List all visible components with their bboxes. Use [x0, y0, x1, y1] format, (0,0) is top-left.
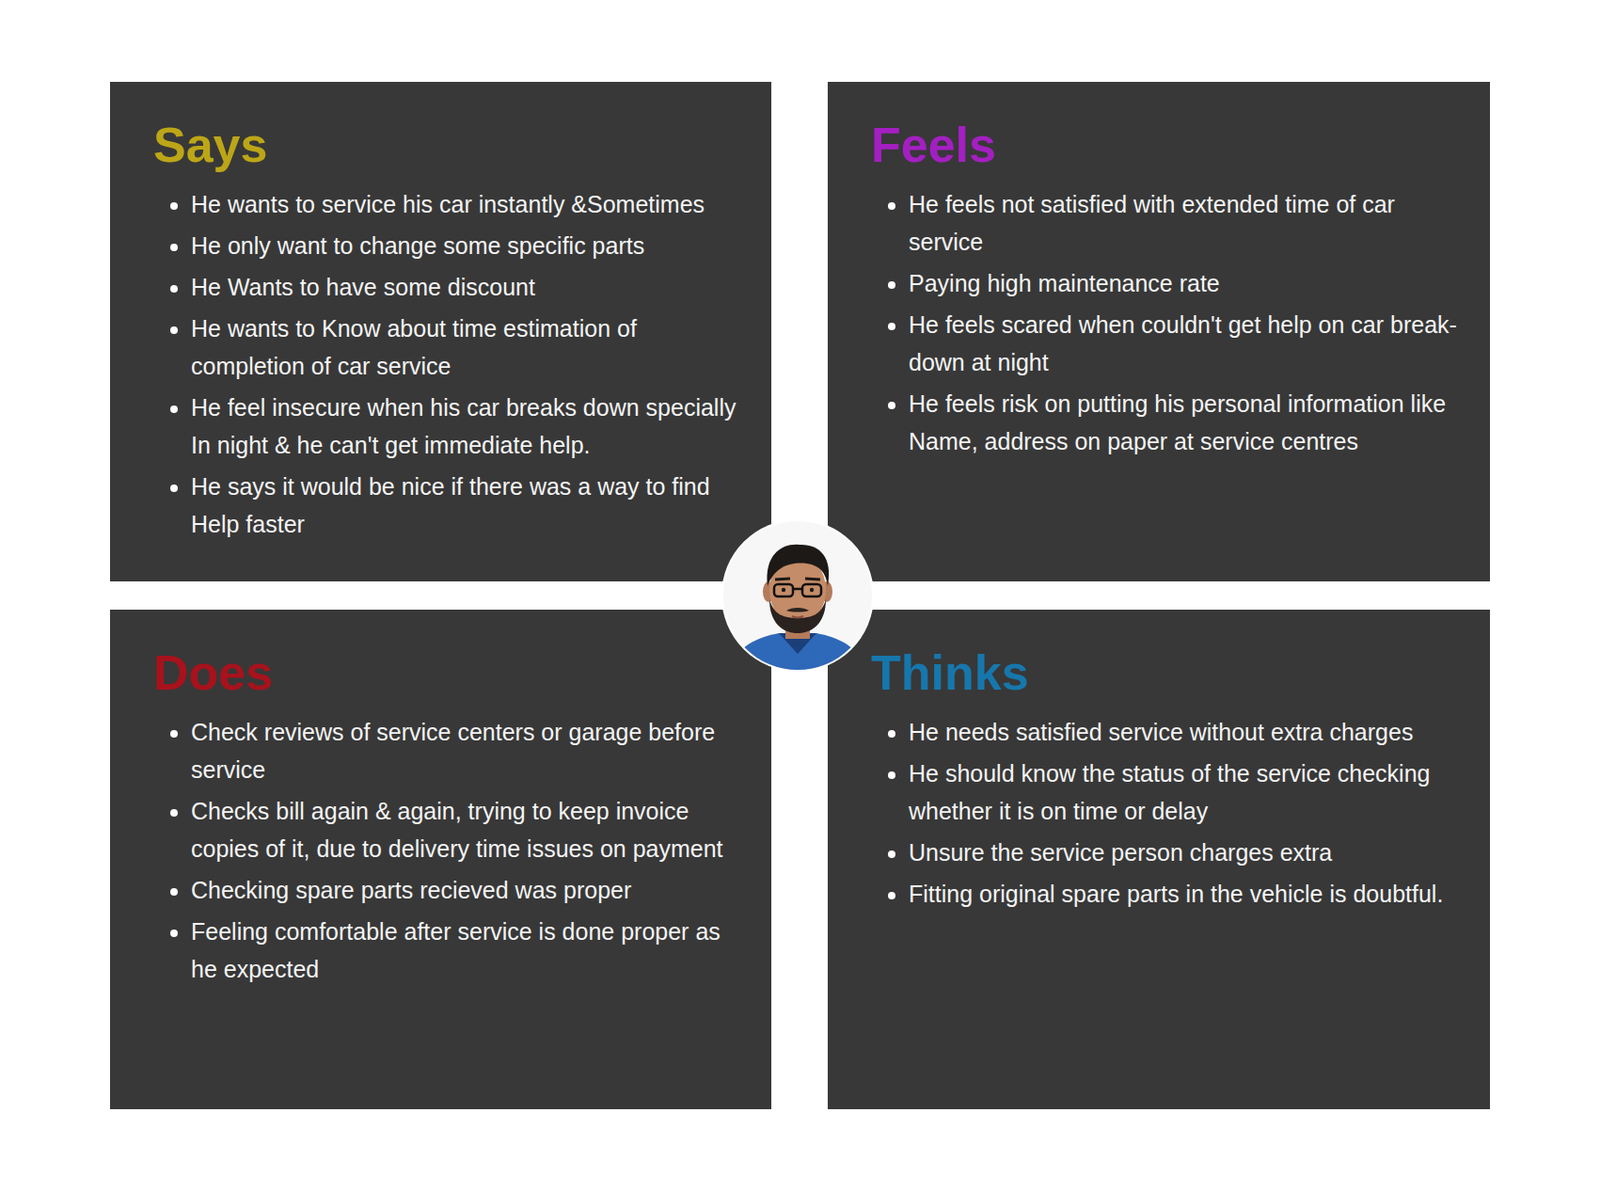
- quadrant-item: He feels scared when couldn't get help o…: [908, 305, 1470, 381]
- quadrant-heading: Thinks: [871, 643, 1470, 702]
- quadrant-heading: Feels: [871, 115, 1470, 175]
- quadrant-item: He wants to Know about time estimation o…: [190, 309, 751, 385]
- photo-ring: [721, 519, 874, 672]
- empathy-quadrant: Says He wants to service his car instantl…: [110, 81, 772, 582]
- persona-face: [720, 518, 875, 673]
- quadrant-item: Feeling comfortable after service is don…: [190, 912, 751, 988]
- empathy-quadrant: DoesCheck reviews of service centers or …: [110, 609, 772, 1109]
- quadrant-item: He only want to change some specific par…: [190, 226, 751, 265]
- quadrant-item: Checking spare parts recieved was proper: [190, 871, 751, 909]
- bullet-list: He wants to service his car instantly &S…: [153, 185, 751, 543]
- quadrant-item: He needs satisfied service without extra…: [908, 712, 1470, 751]
- bullet-list: Check reviews of service centers or gara…: [153, 712, 751, 988]
- bullet-list: He feels not satisfied with extended tim…: [871, 185, 1470, 460]
- quadrant-heading: Says: [153, 115, 751, 175]
- empathy-quadrant: Thinks He needs satisfied service without…: [827, 609, 1490, 1109]
- quadrant-item: He says it would be nice if there was a …: [190, 467, 751, 543]
- quadrant-item: He Wants to have some discount: [190, 268, 751, 306]
- quadrant-item: Unsure the service person charges extra: [908, 833, 1470, 872]
- quadrant-item: Paying high maintenance rate: [908, 264, 1470, 302]
- quadrant-item: Fitting original spare parts in the vehi…: [908, 874, 1470, 913]
- quadrant-item: He wants to service his car instantly &S…: [190, 185, 751, 223]
- persona-photo: [720, 518, 875, 673]
- empathy-quadrant: Feels He feels not satisfied with extende…: [827, 81, 1490, 582]
- quadrant-item: He feels not satisfied with extended tim…: [908, 185, 1470, 261]
- quadrant-heading: Does: [153, 643, 751, 702]
- quadrant-item: He should know the status of the service…: [908, 754, 1470, 830]
- quadrant-item: He feels risk on putting his personal in…: [908, 384, 1470, 460]
- quadrant-item: He feel insecure when his car breaks dow…: [190, 388, 751, 464]
- bullet-list: He needs satisfied service without extra…: [871, 712, 1470, 913]
- quadrant-item: Check reviews of service centers or gara…: [190, 712, 751, 789]
- quadrant-item: Checks bill again & again, trying to kee…: [190, 792, 751, 868]
